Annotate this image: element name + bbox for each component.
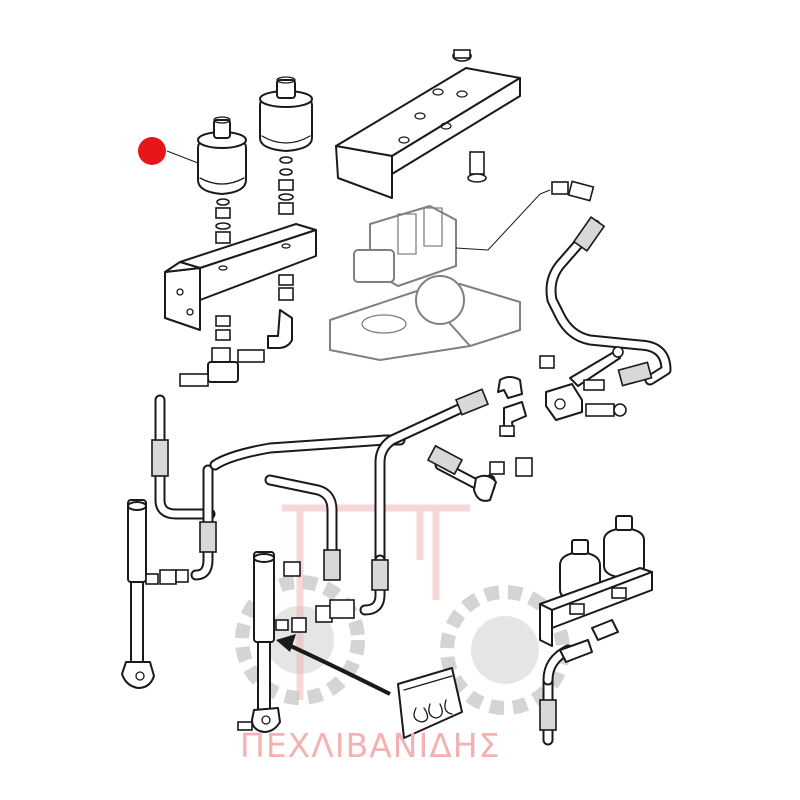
- pointer-arrow: [281, 640, 391, 696]
- bracket-fittings: [215, 274, 294, 341]
- accumulator-right: [259, 76, 313, 152]
- hydraulic-cylinder-left: [121, 499, 189, 689]
- hydraulic-cylinder-right: [237, 551, 355, 733]
- control-valve-assembly: [329, 205, 521, 361]
- accumulator-left: [197, 116, 247, 195]
- marker-leader-line: [166, 150, 199, 164]
- mounting-plate: [335, 49, 521, 199]
- accumulator-mounting-bracket: [164, 223, 317, 331]
- watermark-logo: [235, 504, 570, 715]
- ball-valve: [539, 346, 627, 421]
- valve-leader-line: [455, 189, 551, 251]
- elbow-fitting-valve: [497, 376, 527, 437]
- schematic-tag: [397, 667, 463, 739]
- tee-fitting-upper: [179, 347, 265, 387]
- elbow-fitting-upper: [267, 309, 293, 349]
- pointer-arrowhead: [276, 634, 296, 652]
- hose-adapter-top: [551, 180, 595, 202]
- hose-crimp-ends: [151, 216, 653, 731]
- red-dot-marker: [138, 137, 166, 165]
- seal-washers-right: [278, 156, 294, 215]
- watermark-tractor-frame: [282, 504, 470, 700]
- adapter-fittings: [473, 457, 533, 502]
- seal-washers-left: [215, 198, 231, 244]
- accumulator-group-lower: [539, 515, 653, 663]
- watermark-text: ΠΕΧΛΙΒΑΝΙΔΗΣ: [240, 726, 501, 765]
